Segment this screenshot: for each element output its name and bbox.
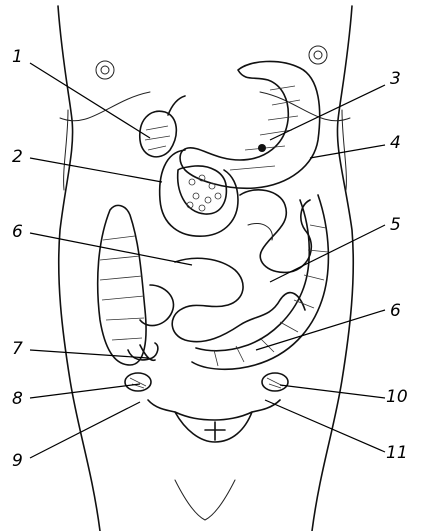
label-8: 8: [12, 389, 23, 409]
gallbladder: [140, 96, 185, 157]
label-6-right: 6: [390, 301, 401, 321]
descending-colon: [192, 195, 328, 369]
label-1: 1: [12, 47, 23, 67]
label-5: 5: [390, 215, 401, 235]
label-10: 10: [386, 387, 408, 407]
uterus: [175, 412, 252, 442]
duodenum: [160, 150, 238, 236]
ovary-left: [125, 373, 151, 391]
label-3: 3: [390, 69, 401, 89]
ovary-right: [262, 373, 288, 391]
torso-outline: [58, 6, 353, 531]
label-9: 9: [12, 451, 23, 471]
nipple-left: [96, 61, 114, 79]
leader-lines: [30, 63, 385, 458]
label-11: 11: [386, 443, 408, 463]
ascending-colon: [98, 205, 155, 365]
stomach: [180, 61, 320, 188]
label-2: 2: [12, 147, 23, 167]
fallopian-tubes: [148, 400, 280, 412]
nipple-right: [309, 46, 327, 64]
label-6-left: 6: [12, 222, 23, 242]
label-4: 4: [390, 133, 401, 153]
label-7: 7: [12, 339, 23, 359]
